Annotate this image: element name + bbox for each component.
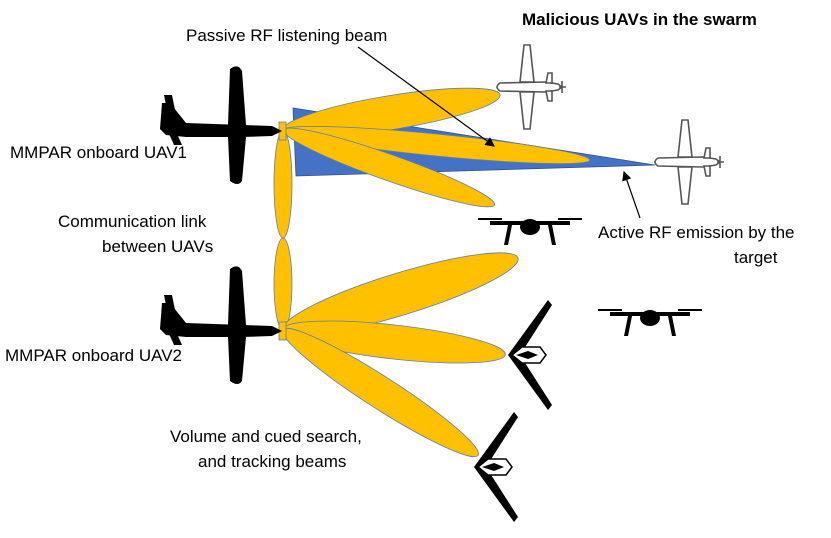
passive-beam-label: Passive RF listening beam	[186, 26, 387, 45]
uav1-aircraft-icon	[160, 66, 282, 184]
uav2-aircraft-icon	[160, 266, 282, 384]
malicious-uavs-label: Malicious UAVs in the swarm	[522, 10, 757, 29]
search-beams-label: Volume and cued search,	[170, 427, 362, 446]
active-emission-label-2: target	[734, 248, 778, 267]
emission-pointer	[622, 170, 641, 219]
quadcopter-icon	[598, 309, 702, 336]
communication-link-beam	[273, 129, 293, 239]
active-emission-label: Active RF emission by the	[598, 223, 795, 242]
malicious-plane-icon	[654, 119, 725, 205]
comm-link-label-2: between UAVs	[102, 237, 213, 256]
search-beams-label-2: and tracking beams	[198, 452, 346, 471]
malicious-plane-icon	[496, 44, 567, 130]
uav1-label: MMPAR onboard UAV1	[10, 143, 187, 162]
uav2-beams	[273, 237, 519, 457]
communication-link-beam	[273, 237, 293, 331]
comm-link-label: Communication link	[58, 212, 207, 231]
uav2-label: MMPAR onboard UAV2	[5, 346, 182, 365]
flying-wing-icon	[507, 299, 553, 411]
passive-beam-pointer	[357, 46, 495, 147]
quadcopter-icon	[478, 218, 582, 245]
flying-wing-icon	[473, 411, 519, 523]
